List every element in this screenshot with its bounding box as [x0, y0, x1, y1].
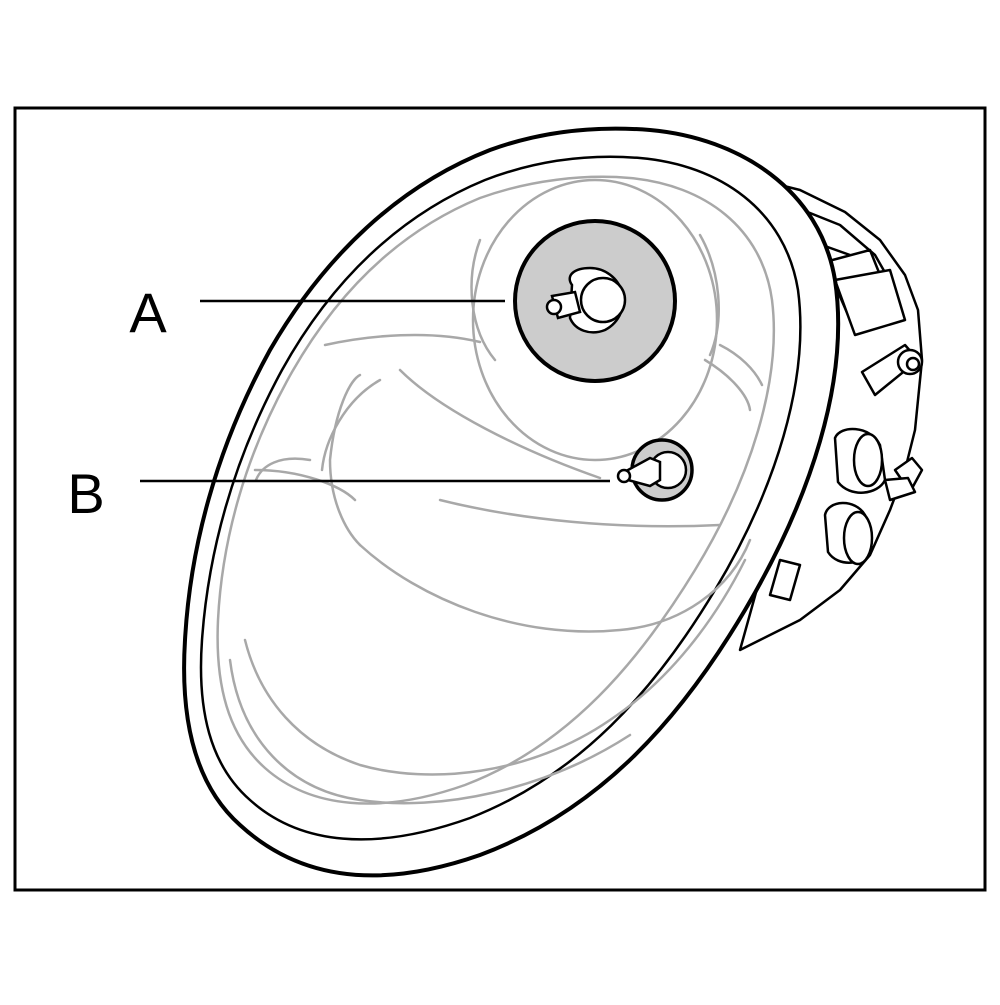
reflector-lines [216, 175, 776, 805]
callout-a-label: A [129, 281, 167, 344]
callout-b-label: B [67, 462, 104, 525]
bulb-socket-b [616, 438, 694, 502]
bulb-socket-a [513, 219, 677, 383]
